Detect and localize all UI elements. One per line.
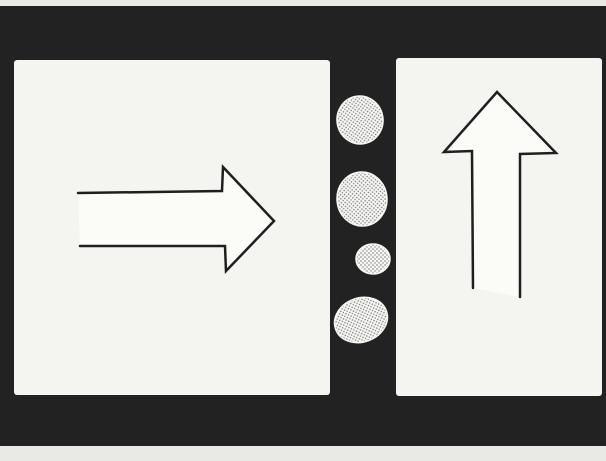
particle (355, 243, 391, 275)
particle-group (333, 95, 391, 344)
arrow-right-icon (76, 163, 276, 274)
particle (333, 296, 389, 344)
particle (336, 171, 388, 227)
arrow-up-icon (441, 90, 559, 299)
particle (336, 95, 384, 145)
